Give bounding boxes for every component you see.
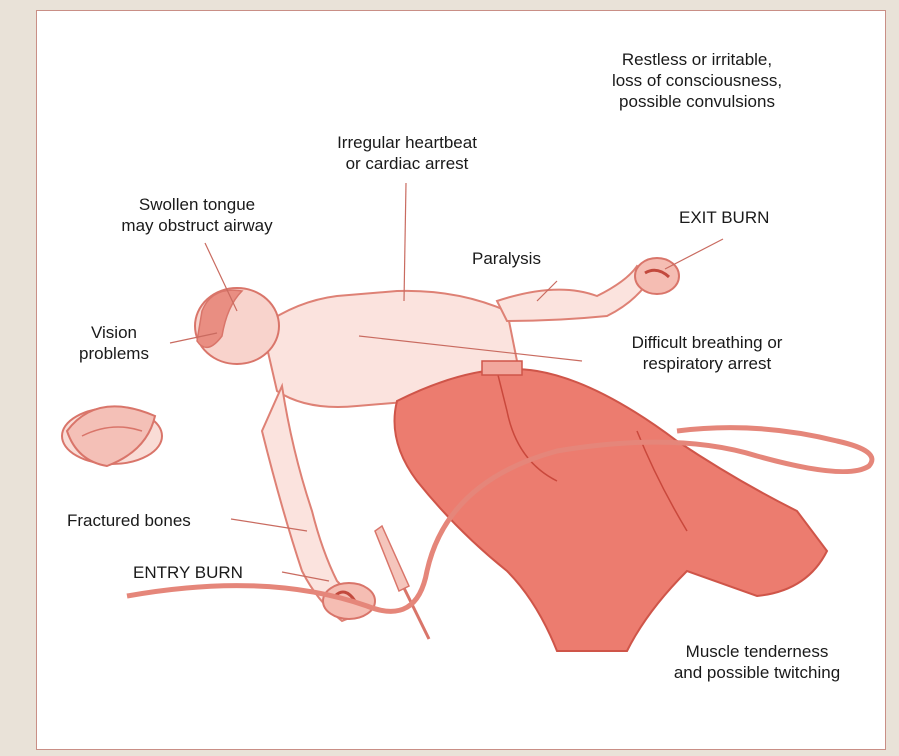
label-exit-burn: EXIT BURN: [679, 207, 769, 228]
label-fractured-bones: Fractured bones: [67, 510, 191, 531]
label-entry-burn: ENTRY BURN: [133, 562, 243, 583]
label-vision-problems: Vision problems: [59, 322, 169, 364]
injured-person-illustration: [37, 11, 887, 751]
label-swollen-tongue: Swollen tongue may obstruct airway: [92, 194, 302, 236]
screwdriver-icon: [375, 526, 429, 639]
head-shape: [195, 288, 279, 364]
belt-buckle-icon: [482, 361, 522, 375]
diagram-frame: Restless or irritable, loss of conscious…: [36, 10, 886, 750]
label-heartbeat: Irregular heartbeat or cardiac arrest: [292, 132, 522, 174]
label-restless: Restless or irritable, loss of conscious…: [552, 49, 842, 112]
label-paralysis: Paralysis: [472, 248, 541, 269]
label-difficult-breathing: Difficult breathing or respiratory arres…: [577, 332, 837, 374]
hard-hat-icon: [62, 406, 162, 466]
label-muscle-tenderness: Muscle tenderness and possible twitching: [637, 641, 877, 683]
